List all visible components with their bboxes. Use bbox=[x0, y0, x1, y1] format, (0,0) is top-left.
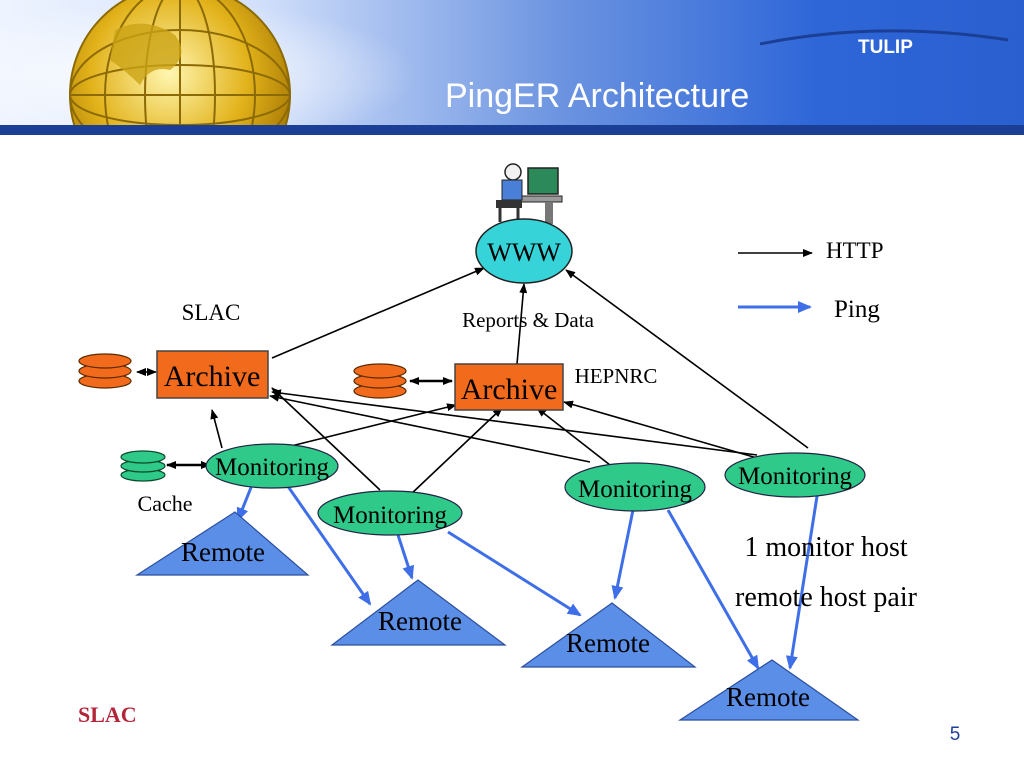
remote-label-3: Remote bbox=[566, 628, 650, 658]
http-arrow bbox=[210, 409, 223, 449]
slac-archive-node bbox=[156, 350, 269, 399]
http-arrow bbox=[271, 387, 381, 491]
legend: HTTP Ping bbox=[738, 238, 884, 323]
monitoring-label-1: Monitoring bbox=[215, 454, 329, 481]
page-number: 5 bbox=[949, 724, 961, 745]
ping-arrow bbox=[611, 509, 635, 600]
http-arrow bbox=[269, 393, 591, 463]
www-label: WWW bbox=[487, 238, 561, 267]
ping-arrow bbox=[285, 484, 372, 606]
slide-title: PingER Architecture bbox=[445, 77, 750, 115]
http-arrow bbox=[271, 267, 485, 359]
remote-node-1 bbox=[134, 511, 310, 576]
monitoring-node-3 bbox=[564, 462, 706, 512]
cache-database-icon bbox=[120, 450, 166, 482]
hepnrc-database-icon bbox=[353, 363, 407, 399]
hepnrc-archive-label: Archive bbox=[461, 373, 558, 406]
remote-node-4 bbox=[677, 659, 860, 721]
monitoring-node-4 bbox=[724, 452, 866, 498]
http-arrow bbox=[516, 283, 528, 365]
monitoring-node-2 bbox=[317, 490, 463, 536]
hepnrc-archive-node bbox=[454, 363, 564, 411]
pair-note-line1: 1 monitor host bbox=[744, 532, 908, 563]
ping-arrow bbox=[236, 484, 254, 522]
globe-icon bbox=[69, 0, 291, 125]
legend-http-label: HTTP bbox=[826, 238, 884, 263]
monitoring-node-1 bbox=[205, 443, 339, 489]
cache-label: Cache bbox=[138, 491, 193, 516]
hepnrc-label: HEPNRC bbox=[575, 364, 658, 388]
http-arrow bbox=[565, 269, 809, 449]
remote-node-2 bbox=[330, 579, 507, 646]
http-links bbox=[136, 267, 809, 496]
monitoring-label-2: Monitoring bbox=[333, 502, 447, 529]
ping-links bbox=[236, 484, 820, 670]
header-strip bbox=[0, 125, 1024, 135]
http-arrow bbox=[271, 389, 758, 456]
pair-note-line2: remote host pair bbox=[735, 582, 918, 613]
remote-label-1: Remote bbox=[181, 537, 265, 567]
remote-label-2: Remote bbox=[378, 606, 462, 636]
slac-database-icon bbox=[78, 353, 132, 389]
http-arrow bbox=[274, 403, 457, 451]
monitoring-label-4: Monitoring bbox=[738, 463, 852, 490]
slac-label: SLAC bbox=[182, 300, 241, 325]
brand-swoosh bbox=[759, 29, 1009, 46]
www-node bbox=[475, 218, 573, 284]
remote-label-4: Remote bbox=[726, 682, 810, 712]
http-arrow bbox=[536, 407, 611, 466]
remote-node-3 bbox=[520, 602, 697, 668]
user-computer-icon bbox=[496, 163, 563, 224]
slac-archive-label: Archive bbox=[164, 360, 261, 393]
reports-data-label: Reports & Data bbox=[462, 308, 594, 332]
ping-arrow bbox=[666, 509, 760, 670]
http-arrow bbox=[563, 400, 758, 459]
ping-arrow bbox=[785, 489, 820, 670]
ping-arrow bbox=[396, 534, 414, 580]
ping-arrow bbox=[447, 530, 582, 617]
legend-ping-label: Ping bbox=[834, 296, 880, 323]
monitoring-label-3: Monitoring bbox=[578, 476, 692, 503]
slide-header bbox=[0, 0, 1024, 135]
http-arrow bbox=[409, 407, 503, 496]
slac-footer-logo: SLAC bbox=[78, 702, 137, 727]
brand-label: TULIP bbox=[858, 37, 913, 58]
